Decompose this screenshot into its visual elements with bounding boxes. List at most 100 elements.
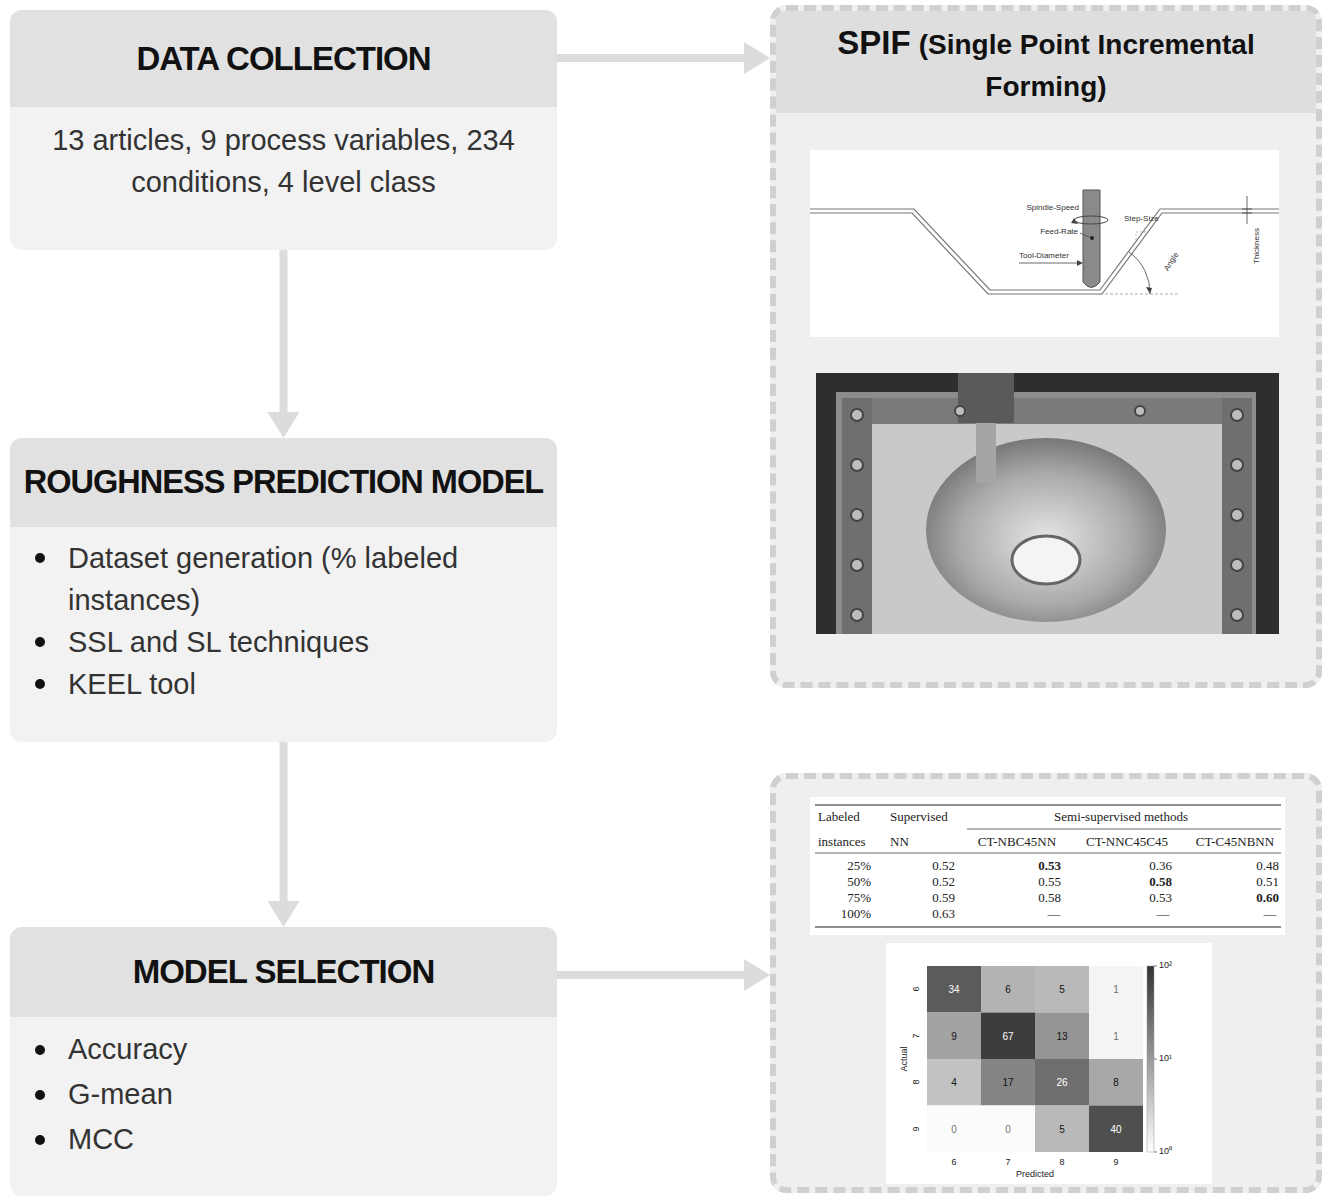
table-cell: CT-NNC45C45 bbox=[1086, 834, 1168, 850]
arrow-head bbox=[744, 959, 770, 991]
table-cell: NN bbox=[890, 834, 909, 850]
arrow-head bbox=[268, 901, 300, 927]
part-label: Tool-Diameter bbox=[1019, 252, 1069, 261]
chart-label: 9 bbox=[1113, 1158, 1118, 1168]
chart-label: Predicted bbox=[1016, 1170, 1054, 1180]
chart-label: 7 bbox=[912, 1033, 922, 1038]
bullet-text: Accuracy bbox=[68, 1033, 187, 1065]
table-cell: instances bbox=[818, 834, 866, 850]
flow-arrow bbox=[268, 250, 300, 438]
chart-label: 5 bbox=[1059, 1123, 1065, 1134]
table-cell: 0.59 bbox=[932, 890, 955, 906]
bullet-text: MCC bbox=[68, 1123, 134, 1155]
arrow-head bbox=[744, 42, 770, 74]
table-cell: Labeled bbox=[818, 809, 860, 825]
table-cell: 0.48 bbox=[1256, 858, 1279, 874]
chart-label: 40 bbox=[1110, 1123, 1121, 1134]
bullet-text: G-mean bbox=[68, 1078, 173, 1110]
table-cell: 0.58 bbox=[1149, 874, 1172, 890]
chart-label: 1 bbox=[1113, 984, 1119, 995]
bullet-text: Dataset generation (% labeled instances) bbox=[68, 542, 458, 616]
table-cell: — bbox=[1048, 906, 1061, 922]
panel-subtitle: (Single Point Incremental Forming) bbox=[919, 29, 1255, 102]
bullet-dot bbox=[35, 553, 45, 563]
chart-label: 1 bbox=[1113, 1030, 1119, 1041]
table-cell: 50% bbox=[847, 874, 871, 890]
part-label: Angle bbox=[1163, 251, 1181, 273]
illustration-panel: SPIF(Single Point Incremental Forming) Sp… bbox=[770, 5, 1322, 688]
panel-header: SPIF(Single Point Incremental Forming) bbox=[776, 11, 1316, 113]
flow-arrow bbox=[557, 959, 770, 991]
table-cell: 75% bbox=[847, 890, 871, 906]
part-label: Feed-Rate bbox=[1040, 228, 1078, 237]
chart-label: 67 bbox=[1002, 1030, 1013, 1041]
bullet-text: SSL and SL techniques bbox=[68, 626, 369, 658]
chart-label: 10¹ bbox=[1159, 1054, 1172, 1064]
chart-label: 9 bbox=[951, 1030, 957, 1041]
results-panel: Labeled Supervised Semi-supervised methods… bbox=[770, 773, 1322, 1193]
bullet-item: MCC bbox=[68, 1117, 529, 1162]
chart-label: 6 bbox=[1005, 984, 1011, 995]
part-label: Spindle-Speed bbox=[1027, 204, 1079, 213]
arrow-shaft bbox=[557, 971, 746, 979]
box-header: MODEL SELECTION bbox=[10, 927, 557, 1017]
table-cell: 0.52 bbox=[932, 858, 955, 874]
chart-label: 26 bbox=[1056, 1077, 1067, 1088]
results-table-rules bbox=[810, 797, 1285, 935]
table-cell: 0.60 bbox=[1256, 890, 1279, 906]
table-cell: 0.53 bbox=[1038, 858, 1061, 874]
chart-label: 17 bbox=[1002, 1077, 1013, 1088]
chart-label: 13 bbox=[1056, 1030, 1067, 1041]
table-cell: 0.55 bbox=[1038, 874, 1061, 890]
chart-label: 8 bbox=[1059, 1158, 1064, 1168]
chart-label: 34 bbox=[948, 984, 959, 995]
table-cell: 0.52 bbox=[932, 874, 955, 890]
chart-label: 7 bbox=[1005, 1158, 1010, 1168]
table-cell: 0.51 bbox=[1256, 874, 1279, 890]
table-cell: — bbox=[1264, 906, 1277, 922]
table-cell: 0.58 bbox=[1038, 890, 1061, 906]
bullet-item: G-mean bbox=[68, 1072, 529, 1117]
part-label: Step-Size bbox=[1124, 215, 1159, 224]
arrow-shaft bbox=[280, 250, 288, 414]
chart-label: 10⁰ bbox=[1159, 1147, 1172, 1157]
bullet-item: Dataset generation (% labeled instances) bbox=[68, 537, 529, 621]
part-label: Thickness bbox=[1253, 228, 1262, 264]
arrow-head bbox=[268, 412, 300, 438]
bullet-dot bbox=[35, 637, 45, 647]
flow-arrow bbox=[268, 742, 300, 927]
bullet-item: KEEL tool bbox=[68, 663, 529, 705]
box-body: 13 articles, 9 process variables, 234 co… bbox=[10, 107, 557, 215]
stage-box: MODEL SELECTION AccuracyG-meanMCC bbox=[10, 927, 557, 1196]
bullet-dot bbox=[35, 1090, 45, 1100]
process-sketch bbox=[810, 150, 1279, 337]
table-cell: — bbox=[1157, 906, 1170, 922]
stage-box: ROUGHNESS PREDICTION MODEL Dataset genera… bbox=[10, 438, 557, 742]
bullet-list: Dataset generation (% labeled instances)… bbox=[10, 527, 557, 715]
bullet-item: SSL and SL techniques bbox=[68, 621, 529, 663]
chart-label: 5 bbox=[1059, 984, 1065, 995]
chart-label: 9 bbox=[912, 1126, 922, 1131]
chart-label: 0 bbox=[1005, 1123, 1011, 1134]
bullet-item: Accuracy bbox=[68, 1027, 529, 1072]
box-heading: MODEL SELECTION bbox=[133, 953, 435, 991]
body-text: 13 articles, 9 process variables, 234 co… bbox=[39, 119, 529, 203]
chart-label: 4 bbox=[951, 1077, 957, 1088]
table-cell: Semi-supervised methods bbox=[1054, 809, 1188, 825]
chart-label: 6 bbox=[951, 1158, 956, 1168]
bullet-text: KEEL tool bbox=[68, 668, 196, 700]
box-heading: DATA COLLECTION bbox=[136, 40, 430, 78]
arrow-shaft bbox=[557, 54, 746, 62]
box-header: DATA COLLECTION bbox=[10, 10, 557, 107]
table-cell: 0.53 bbox=[1149, 890, 1172, 906]
table-cell: 0.36 bbox=[1149, 858, 1172, 874]
chart-label: 10² bbox=[1159, 961, 1172, 971]
chart-label: 0 bbox=[951, 1123, 957, 1134]
box-heading: ROUGHNESS PREDICTION MODEL bbox=[24, 464, 543, 501]
bullet-dot bbox=[35, 1045, 45, 1055]
table-cell: 0.63 bbox=[932, 906, 955, 922]
chart-label: 6 bbox=[912, 986, 922, 991]
flow-arrow bbox=[557, 42, 770, 74]
table-cell: Supervised bbox=[890, 809, 948, 825]
table-cell: CT-C45NBNN bbox=[1196, 834, 1274, 850]
